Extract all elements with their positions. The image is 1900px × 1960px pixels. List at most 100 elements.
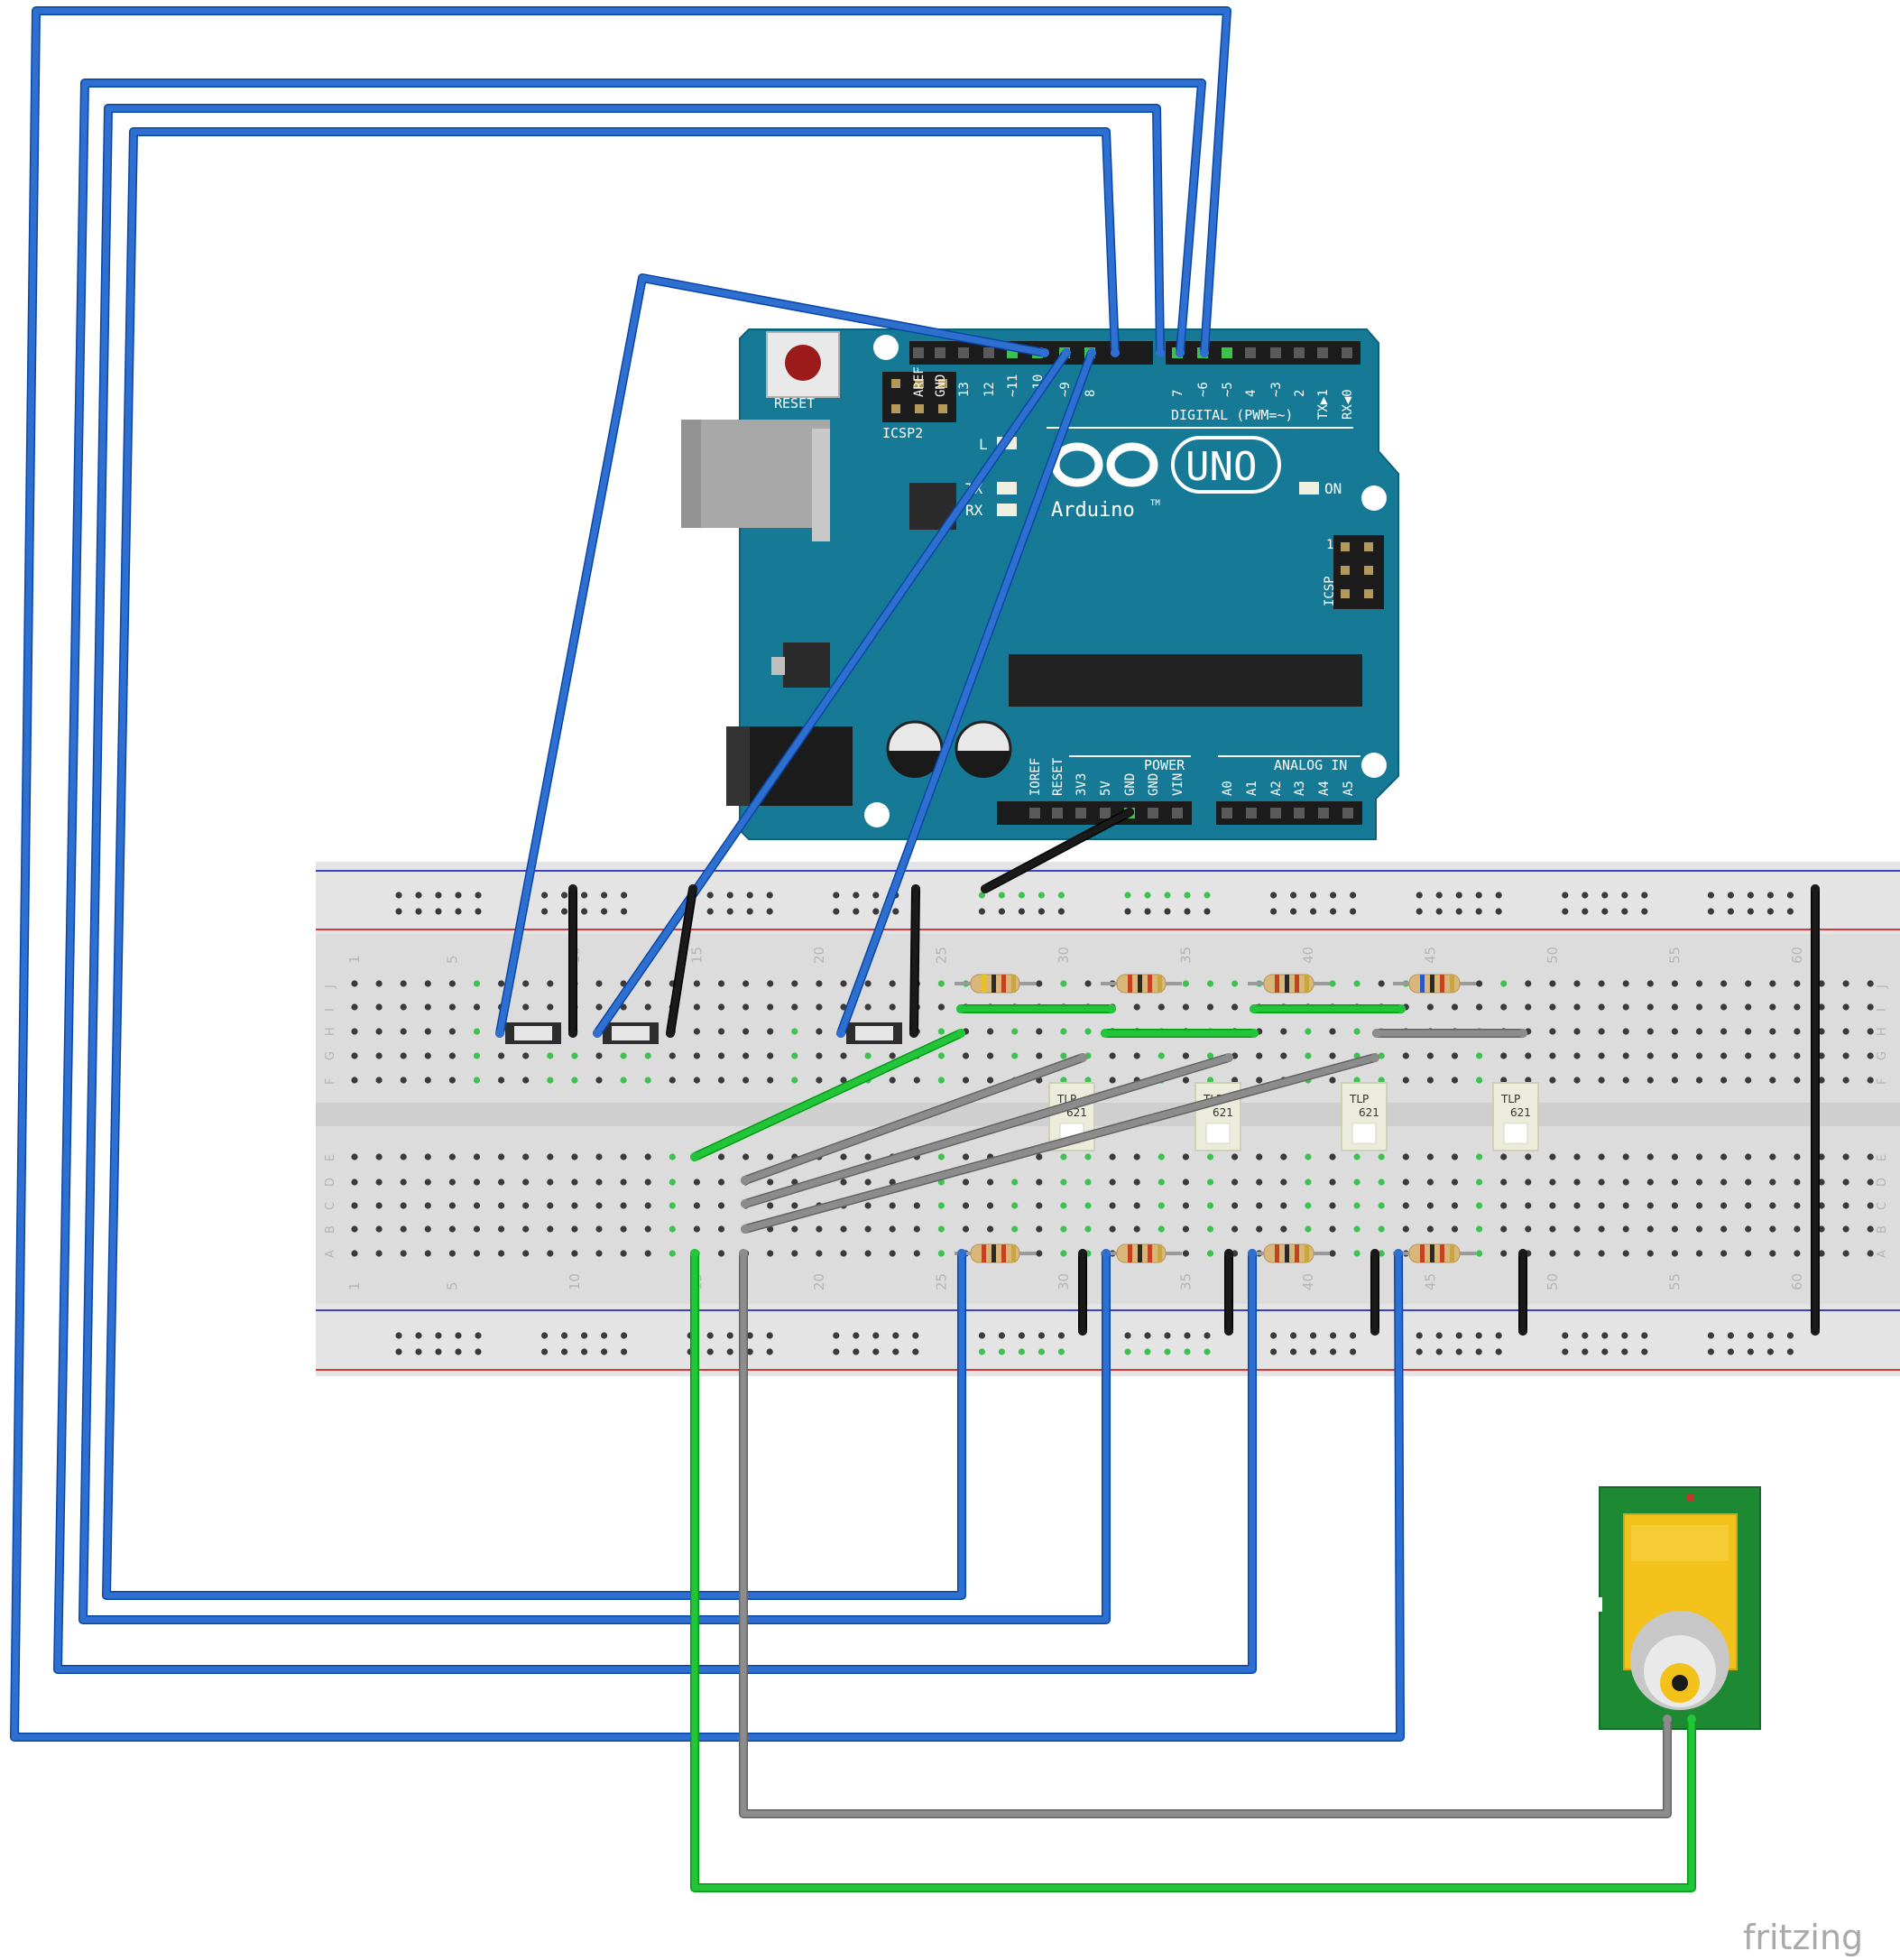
digital-pin-label: 13 <box>957 382 972 397</box>
gray-wire <box>741 1053 1087 1185</box>
green-wire <box>1250 1004 1406 1013</box>
digital-pin-label: TX▶1 <box>1316 389 1331 420</box>
green-wire <box>956 1004 1116 1013</box>
uno-label: UNO <box>1185 444 1257 490</box>
black-wire <box>666 884 697 1038</box>
rca-jack-module <box>1597 1486 1761 1730</box>
column-number: 25 <box>933 947 949 964</box>
row-letter: J <box>1876 985 1889 989</box>
reset-button[interactable] <box>766 331 840 398</box>
analog-header <box>1216 801 1362 825</box>
digital-pin-label: 2 <box>1293 390 1307 397</box>
power-pin-label: GND <box>1123 773 1138 796</box>
column-number: 1 <box>346 1281 363 1290</box>
row-letter: H <box>1876 1027 1889 1036</box>
blue-wire <box>78 104 1165 1624</box>
blue-wire <box>53 79 1257 1674</box>
row-letter: I <box>324 1008 337 1012</box>
mounting-hole <box>864 802 890 827</box>
usb-connector <box>681 420 830 528</box>
analog-pin-label: A0 <box>1221 781 1235 796</box>
blue-wire <box>836 348 1096 1038</box>
column-number: 40 <box>1300 1273 1316 1290</box>
analog-pin-label: A3 <box>1293 781 1307 796</box>
reset-label: RESET <box>774 395 815 411</box>
blue-wire <box>593 348 1071 1038</box>
gray-wire <box>741 1053 1233 1208</box>
on-label: ON <box>1324 480 1342 497</box>
column-number: 50 <box>1545 1273 1561 1290</box>
resistor <box>1248 1243 1330 1263</box>
resistor <box>1393 974 1476 994</box>
black-wire <box>909 884 920 1038</box>
row-letter: F <box>1876 1078 1889 1085</box>
gray-wire <box>739 1249 1672 1818</box>
resistor <box>1393 1243 1476 1263</box>
led-rx-label: RX <box>965 502 983 519</box>
black-wire <box>1811 884 1820 1336</box>
digital-pin-label: ~6 <box>1196 382 1211 397</box>
mounting-hole <box>873 335 899 360</box>
optocoupler-2: TLP 621 <box>1194 1082 1241 1151</box>
green-wire <box>690 1029 965 1161</box>
blue-wire <box>10 6 1405 1742</box>
digital-pin-label: GND <box>934 374 948 397</box>
digital-pin-label: ~5 <box>1221 382 1235 397</box>
pushbutton[interactable] <box>505 1022 561 1044</box>
row-letter: G <box>324 1051 337 1060</box>
digital-header-right <box>1166 341 1360 365</box>
digital-pin-label: 12 <box>982 382 997 397</box>
pushbutton[interactable] <box>603 1022 659 1044</box>
analog-pin-label: A5 <box>1342 781 1356 796</box>
row-letter: J <box>324 985 337 989</box>
row-letter: H <box>324 1027 337 1036</box>
row-letter: D <box>1876 1178 1889 1187</box>
column-number: 1 <box>346 955 363 964</box>
power-pin-label: RESET <box>1051 757 1065 796</box>
column-number: 20 <box>811 947 827 964</box>
led-rx <box>997 504 1017 516</box>
blue-wire <box>102 127 1120 1600</box>
column-number: 60 <box>1789 1273 1805 1290</box>
column-number: 55 <box>1666 947 1683 964</box>
digital-pin-label: ~3 <box>1269 382 1284 397</box>
column-number: 25 <box>933 1273 949 1290</box>
column-number: 30 <box>1056 1273 1072 1290</box>
icsp-label: ICSP <box>1323 576 1337 606</box>
optocoupler-label: TLP <box>1349 1093 1369 1105</box>
column-number: 60 <box>1789 947 1805 964</box>
arduino-uno-board: RESET ICSP2 1 ICSP <box>681 328 1399 840</box>
column-number: 50 <box>1545 947 1561 964</box>
top-power-rail <box>316 862 1900 934</box>
led-l-label: L <box>979 436 988 453</box>
capacitor <box>886 720 944 778</box>
optocoupler-4: TLP 621 <box>1492 1082 1539 1151</box>
mounting-hole <box>1361 485 1387 511</box>
black-wire <box>1078 1249 1087 1336</box>
digital-pin-label: 8 <box>1084 390 1098 397</box>
analog-label: ANALOG IN <box>1274 757 1347 773</box>
icsp2-header <box>882 372 956 422</box>
resistor <box>1101 1243 1182 1263</box>
row-letter: I <box>1876 1008 1889 1012</box>
row-letter: D <box>324 1178 337 1187</box>
resistor <box>1101 974 1182 994</box>
power-pin-label: GND <box>1147 773 1161 796</box>
digital-pin-label: ~9 <box>1058 382 1073 397</box>
resistor <box>955 1243 1036 1263</box>
digital-pin-label: 4 <box>1244 390 1259 397</box>
column-number: 5 <box>444 955 460 964</box>
row-letter: F <box>324 1078 337 1085</box>
fritzing-watermark: fritzing <box>1743 1918 1863 1957</box>
digital-label: DIGITAL (PWM=~) <box>1171 407 1293 423</box>
analog-pin-label: A2 <box>1269 781 1284 796</box>
row-letter: C <box>1876 1202 1889 1210</box>
pushbutton[interactable] <box>846 1022 902 1044</box>
row-letter: B <box>1876 1225 1889 1234</box>
column-number: 35 <box>1177 947 1194 964</box>
green-wire <box>690 1249 1696 1892</box>
voltage-regulator <box>783 643 830 688</box>
column-number: 40 <box>1300 947 1316 964</box>
black-wire <box>1224 1249 1233 1336</box>
power-pin-label: 3V3 <box>1075 773 1089 796</box>
